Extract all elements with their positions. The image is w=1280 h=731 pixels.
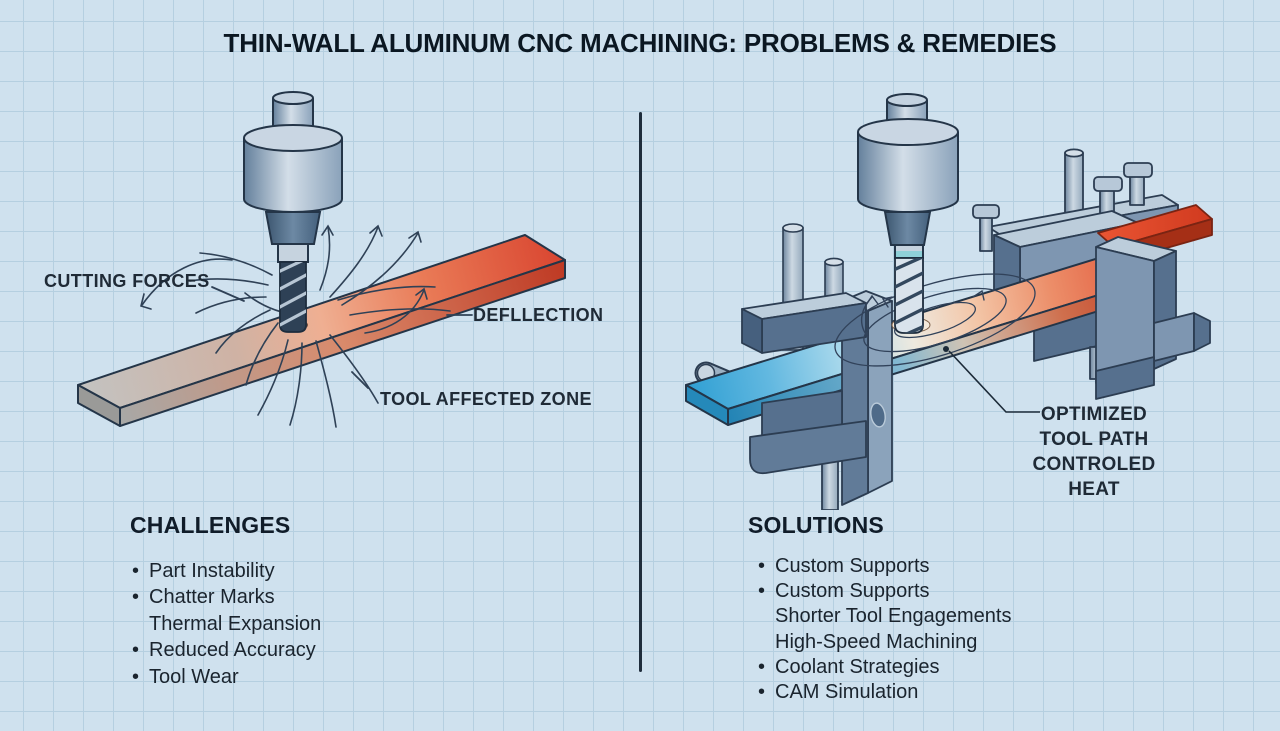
leader-line [943, 346, 1040, 413]
list-item: Shorter Tool Engagements [775, 605, 1012, 628]
list-item: Thermal Expansion [149, 612, 322, 635]
right-fixture-clamp [1095, 236, 1211, 400]
spindle [243, 91, 343, 263]
spindle [857, 93, 959, 259]
list-item: Custom Supports [758, 554, 1011, 579]
leader-lines [211, 286, 473, 389]
optimized-toolpath-label: OPTIMIZED TOOL PATH CONTROLED HEAT [1006, 402, 1182, 502]
list-item: Coolant Strategies [758, 655, 1011, 680]
optimized-label-line1: OPTIMIZED [1040, 404, 1148, 425]
list-item: Part Instability [132, 558, 321, 585]
deflection-label: DEFLLECTION [473, 305, 604, 325]
list-item: Chatter Marks [132, 584, 321, 611]
tool-affected-zone-label: TOOL AFFECTED ZONE [380, 389, 592, 409]
right-illustration-fixtured-cutting [685, 93, 1213, 510]
center-divider [639, 112, 642, 672]
workpiece-strip [77, 234, 566, 427]
challenges-heading: CHALLENGES [130, 512, 291, 538]
list-item: CAM Simulation [758, 680, 1011, 705]
optimized-label-line2: TOOL PATH [1039, 429, 1149, 450]
end-mill-tool [894, 257, 924, 334]
list-item: Custom Supports [758, 579, 1011, 604]
end-mill-tool [279, 261, 307, 333]
list-item: High-Speed Machining [775, 630, 978, 653]
left-fixture-clamp [741, 290, 893, 510]
tool-path-arrows [861, 289, 985, 338]
left-illustration-cnc-cutting [77, 91, 566, 428]
force-lines [140, 224, 451, 428]
optimized-label-line3: CONTROLED HEAT [1032, 454, 1156, 500]
tool-path-ellipses [834, 273, 1036, 367]
cutting-forces-label: CUTTING FORCES [44, 271, 210, 291]
solutions-heading: SOLUTIONS [748, 512, 884, 538]
page-title: THIN-WALL ALUMINUM CNC MACHINING: PROBLE… [223, 28, 1057, 58]
list-item: Reduced Accuracy [132, 637, 321, 664]
list-item: Tool Wear [132, 664, 321, 691]
